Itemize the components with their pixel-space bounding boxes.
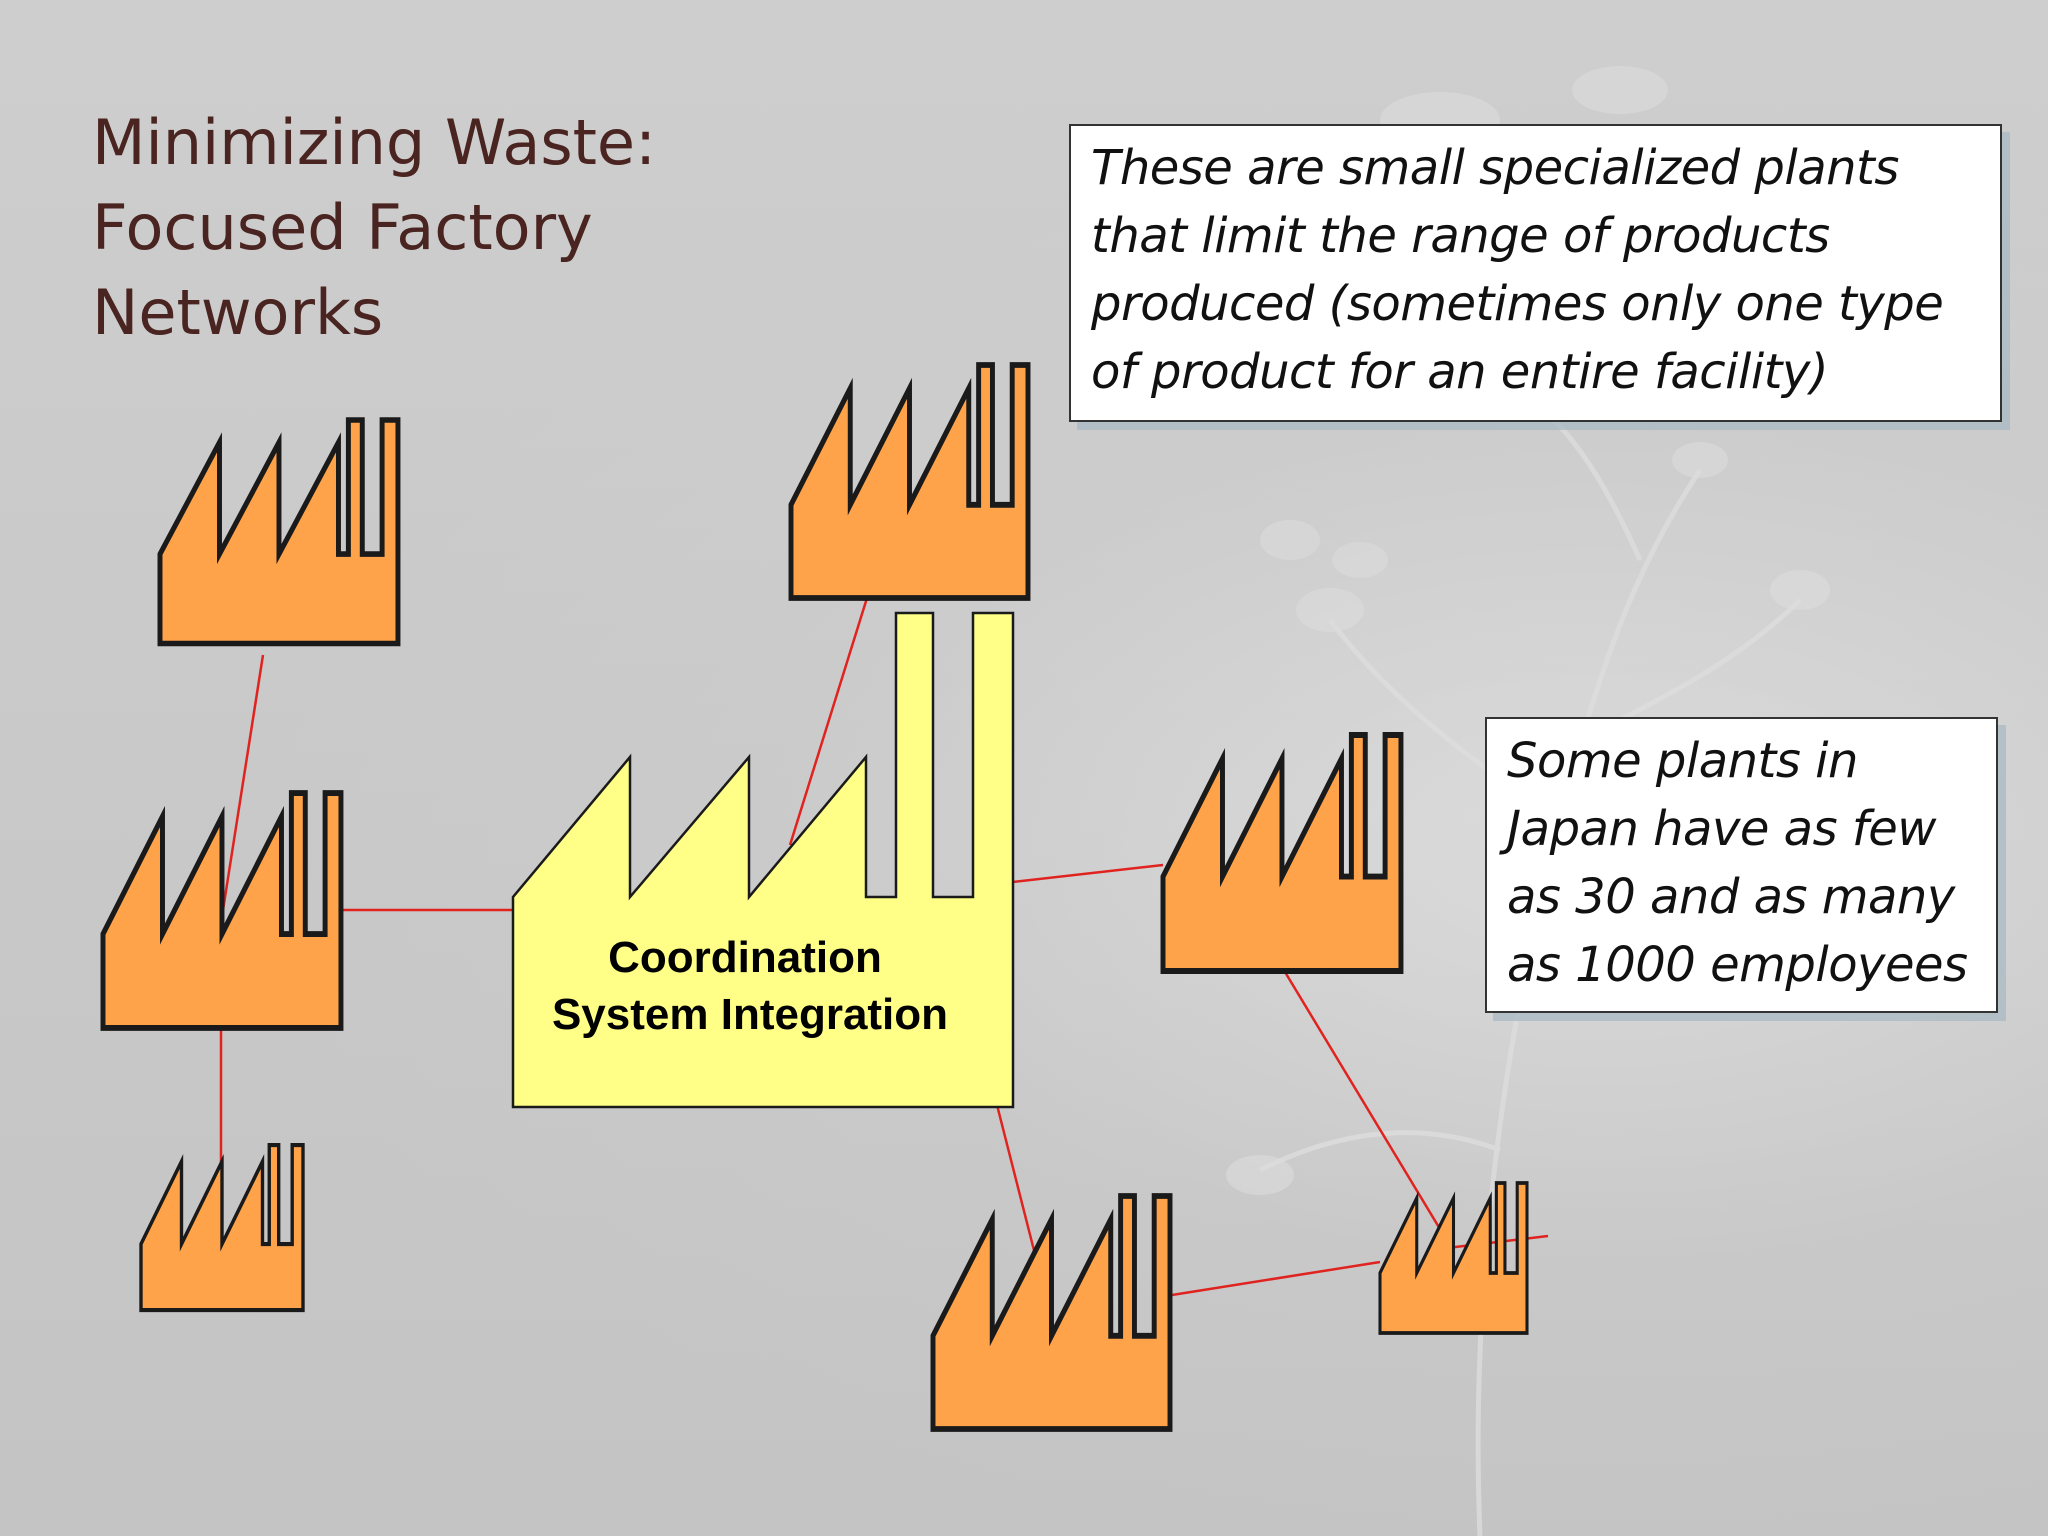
connector-hub-to-bottom — [995, 1104, 1041, 1271]
specialized-plants-note: These are small specialized plants that … — [1069, 124, 2002, 422]
connector-topleft-to-left — [221, 654, 265, 911]
factory-top-left-icon — [160, 420, 398, 644]
connector-right-to-bottomright — [1283, 971, 1445, 1235]
factory-right-icon — [1163, 735, 1401, 971]
slide-title: Minimizing Waste: Focused Factory Networ… — [92, 106, 656, 349]
coordination-hub-factory: Coordination System Integration — [511, 611, 1015, 1109]
factory-top-icon — [791, 365, 1028, 598]
connector-hub-to-top — [788, 597, 869, 846]
hub-label-line1: Coordination — [608, 933, 882, 982]
network-connectors — [219, 597, 1549, 1297]
factory-left-icon — [103, 793, 341, 1028]
factory-bottom-left-icon — [141, 1145, 303, 1310]
factory-bottom-icon — [933, 1196, 1170, 1429]
connector-bottom-to-bottomright — [1171, 1260, 1381, 1297]
connector-hub-to-right — [1012, 863, 1164, 884]
factory-bottom-right-icon — [1378, 1181, 1529, 1335]
hub-factory-shape — [511, 611, 1015, 1109]
plant-size-note: Some plants in Japan have as few as 30 a… — [1485, 717, 1998, 1013]
hub-label-line2: System Integration — [552, 990, 948, 1039]
